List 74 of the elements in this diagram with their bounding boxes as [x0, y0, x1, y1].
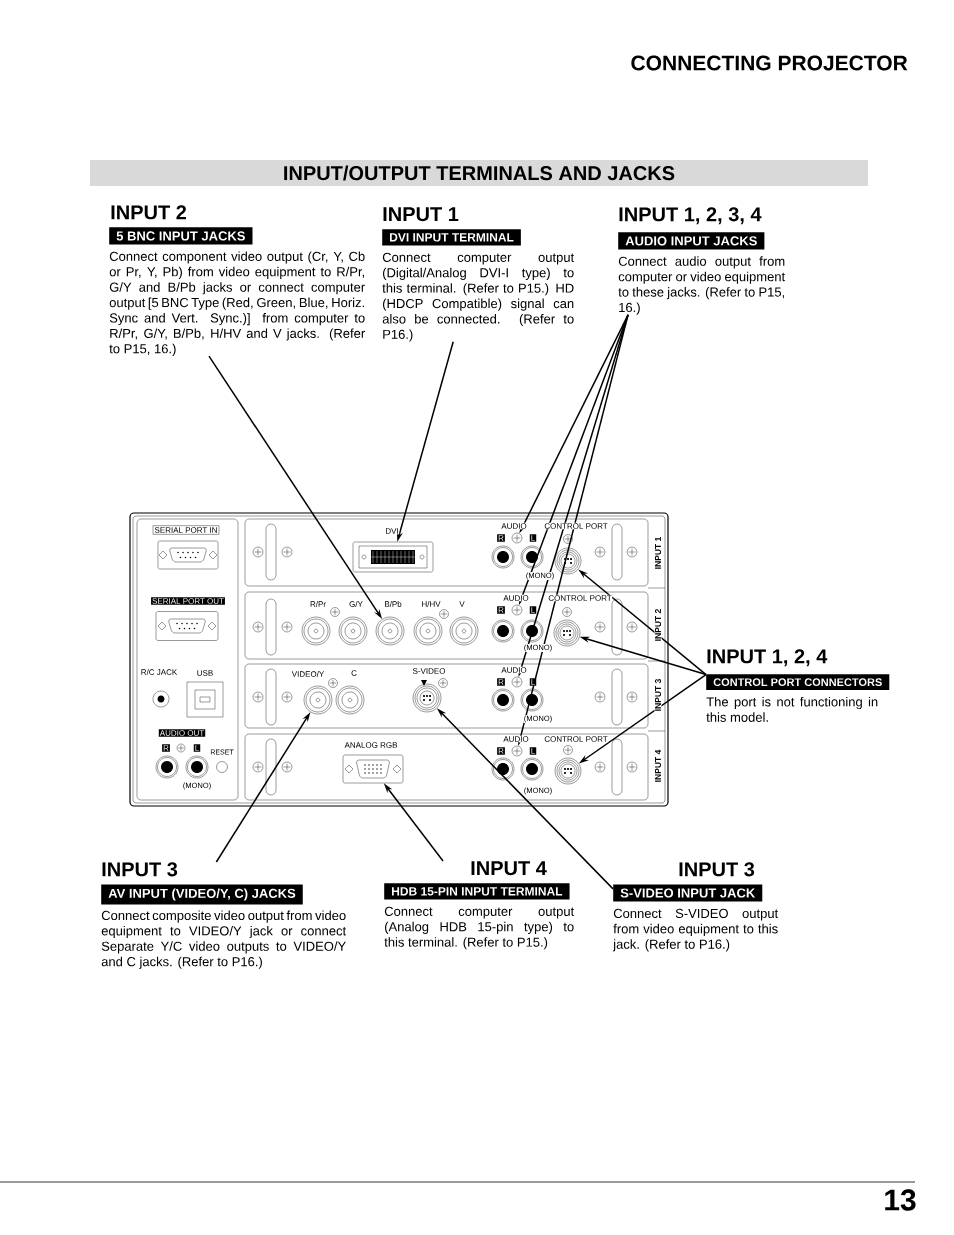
label-tag: R	[497, 534, 505, 542]
label-tag: L	[529, 747, 537, 755]
page-number: 13	[885, 1189, 916, 1211]
panel-label: CONTROL PORT	[543, 735, 609, 743]
label-tag: R	[497, 747, 505, 755]
bnc-jack	[338, 616, 368, 646]
panel-label: AUDIO	[502, 735, 530, 743]
input-tab-label: INPUT 3	[654, 678, 662, 712]
section-heading: INPUT 2	[111, 205, 187, 220]
description-text: The port is not functioning in this model.	[706, 696, 878, 722]
serial-port	[157, 540, 219, 570]
vga-connector	[342, 754, 404, 784]
input-tab-label: INPUT 1	[654, 536, 662, 570]
input-tab-label: INPUT 4	[654, 749, 662, 783]
label-badge: AUDIO INPUT JACKS	[618, 232, 765, 250]
label-tag: R	[162, 744, 170, 752]
description-text: Connect S-VIDEO output from video equipment to this jack. (Refer to P16.)	[612, 908, 779, 952]
panel-label: DVI	[384, 527, 400, 535]
panel-label: S-VIDEO	[412, 667, 446, 675]
bnc-jack	[449, 616, 479, 646]
bnc-jack	[303, 685, 333, 715]
label-badge: 5 BNC INPUT JACKS	[109, 227, 253, 245]
panel-label: B/Pb	[383, 600, 403, 608]
panel-label: CONTROL PORT	[543, 522, 609, 530]
section-heading: INPUT 4	[471, 861, 547, 876]
section-heading: INPUT 3	[679, 862, 755, 877]
section-heading: INPUT 3	[102, 862, 178, 877]
panel-label: V	[458, 600, 466, 608]
label-tag: L	[193, 744, 201, 752]
control-port-jack	[554, 547, 582, 575]
label-tag: AUDIO OUT	[158, 729, 206, 737]
panel-label: R/C JACK	[140, 668, 178, 676]
section-heading: INPUT 1, 2, 4	[707, 649, 828, 667]
dvi-connector	[352, 541, 434, 573]
description-text: Connect computer output (Analog HDB 15-pin type) to this terminal. (Refer to P15.)	[384, 906, 575, 950]
label-badge: S-VIDEO INPUT JACK	[613, 884, 763, 902]
screw-mark	[511, 604, 523, 616]
label-badge: DVI INPUT TERMINAL	[382, 229, 521, 246]
description-text: Connect composite video output from video equipment to VIDEO/Y jack or connect Separate Y/C video outputs to VIDEO/Y and C jacks. (Refer to P16.)	[101, 910, 347, 969]
panel-label: C	[350, 669, 358, 677]
label-tag: L	[529, 678, 537, 686]
panel-label: H/HV	[420, 600, 442, 608]
page-title: CONNECTING PROJECTOR	[631, 55, 908, 71]
port-label: SERIAL PORT IN	[152, 525, 220, 535]
bnc-jack	[375, 616, 405, 646]
screw-mark	[511, 532, 523, 544]
bnc-jack	[413, 616, 443, 646]
panel-label: G/Y	[348, 600, 364, 608]
label-tag: L	[529, 534, 537, 542]
label-badge: AV INPUT (VIDEO/Y, C) JACKS	[101, 884, 303, 905]
s-video-jack	[412, 683, 442, 713]
label-badge: CONTROL PORT CONNECTORS	[706, 674, 890, 691]
bnc-jack	[301, 616, 331, 646]
serial-port	[155, 611, 219, 641]
description-text: Connect audio output from computer or video equipment to these jacks. (Refer to P15, 16.)	[618, 256, 786, 315]
label-tag: R	[497, 606, 505, 614]
section-heading: INPUT 1, 2, 3, 4	[619, 207, 762, 225]
screw-mark	[511, 676, 523, 688]
panel-label: CONTROL PORT	[547, 594, 613, 602]
control-port-jack	[554, 757, 582, 785]
description-text: Connect computer output (Digital/Analog DVI-I type) to this terminal. (Refer to P15.) HD (HDCP Compatible) signal can also be connected. (Refer to P16.)	[382, 252, 575, 342]
screw-mark	[511, 745, 523, 757]
label-tag: R	[497, 678, 505, 686]
input-tab-label: INPUT 2	[654, 608, 662, 642]
bnc-jack	[335, 685, 365, 715]
description-text: Connect component video output (Cr, Y, Cb or Pr, Y, Pb) from video equipment to R/Pr, G/Y and B/Pb jacks or connect computer output [5 BNC Type (Red, Green, Blue, Horiz. Sync and Vert. Sync.)] from computer to R/Pr, G/Y, B/Pb, H/HV and V jacks. (Refer to P15, 16.)	[109, 251, 365, 356]
control-port-jack	[553, 619, 581, 647]
section-heading: INPUT 1	[383, 207, 459, 222]
panel-label: R/Pr	[309, 600, 327, 608]
panel-label: VIDEO/Y	[291, 670, 325, 678]
section-banner: INPUT/OUTPUT TERMINALS AND JACKS	[90, 160, 868, 186]
panel-label: USB	[196, 669, 214, 677]
label-badge: HDB 15-PIN INPUT TERMINAL	[384, 883, 570, 900]
label-tag: L	[529, 606, 537, 614]
